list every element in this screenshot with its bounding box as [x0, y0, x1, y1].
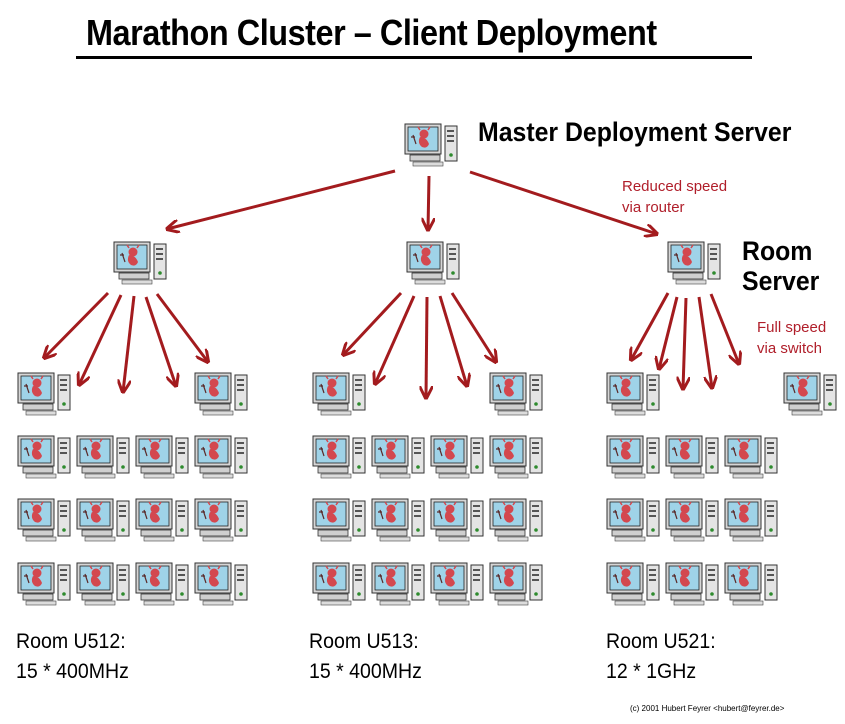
client-computer-icon: [724, 435, 778, 479]
client-computer-icon: [665, 498, 719, 542]
room-to-client-arrow: [343, 291, 403, 355]
room-name-u521: Room U521:: [606, 630, 716, 653]
room-to-client-arrow: [123, 295, 136, 392]
page-title: Marathon Cluster – Client Deployment: [86, 12, 657, 53]
client-computer-icon: [724, 498, 778, 542]
copyright-notice: (c) 2001 Hubert Feyrer <hubert@feyrer.de…: [630, 704, 785, 713]
client-computer-icon: [606, 435, 660, 479]
room-to-client-arrow: [659, 296, 679, 369]
room-to-client-arrow: [683, 297, 686, 389]
client-computer-icon: [17, 435, 71, 479]
room-spec-u513: 15 * 400MHz: [309, 660, 422, 683]
client-computer-icon: [489, 435, 543, 479]
client-computer-icon: [665, 562, 719, 606]
room-spec-u521: 12 * 1GHz: [606, 660, 697, 683]
client-computer-icon: [724, 562, 778, 606]
client-computer-icon: [430, 435, 484, 479]
client-computer-icon: [606, 498, 660, 542]
client-computer-icon: [665, 435, 719, 479]
master-server-computer-icon: [404, 123, 458, 167]
client-computer-icon: [135, 435, 189, 479]
room-server-computer-icon: [406, 241, 460, 285]
room-name-u513: Room U513:: [309, 630, 419, 653]
switch-note-line2: via switch: [757, 340, 823, 357]
router-note-line1: Reduced speed: [622, 178, 728, 195]
room-server-label-line2: Server: [742, 266, 820, 296]
room-server-computer-icon: [113, 241, 167, 285]
room-to-client-arrow: [697, 296, 712, 388]
master-to-room-arrow: [167, 169, 396, 229]
client-computer-icon: [194, 498, 248, 542]
client-computer-icon: [76, 562, 130, 606]
room-server-label-line1: Room: [742, 236, 813, 266]
client-computer-icon: [17, 562, 71, 606]
client-computer-icon: [489, 498, 543, 542]
room-to-client-arrow: [44, 291, 110, 358]
client-computer-icon: [430, 498, 484, 542]
connection-arrows: [44, 169, 739, 398]
client-computer-icon: [371, 562, 425, 606]
client-computer-icon: [135, 562, 189, 606]
client-computer-icon: [76, 498, 130, 542]
room-spec-u512: 15 * 400MHz: [16, 660, 129, 683]
client-computer-icon: [371, 435, 425, 479]
master-to-room-arrow: [428, 175, 429, 230]
client-computer-icon: [194, 435, 248, 479]
client-computer-icon: [194, 562, 248, 606]
client-computer-icon: [17, 498, 71, 542]
room-server-computer-icon: [667, 241, 721, 285]
client-computer-icon: [17, 372, 71, 416]
switch-note-line1: Full speed: [757, 319, 827, 336]
client-computer-icon: [606, 372, 660, 416]
client-computer-icon: [76, 435, 130, 479]
room-to-client-arrow: [426, 296, 427, 398]
client-computer-icon: [312, 562, 366, 606]
client-computer-icon: [312, 435, 366, 479]
title-underline: [76, 56, 752, 59]
client-computer-icon: [489, 372, 543, 416]
room-to-client-arrow: [375, 295, 416, 384]
client-computer-icon: [430, 562, 484, 606]
room-name-u512: Room U512:: [16, 630, 126, 653]
client-computer-icon: [312, 372, 366, 416]
client-computer-icon: [371, 498, 425, 542]
client-computer-icon: [312, 498, 366, 542]
client-computer-icon: [194, 372, 248, 416]
client-computer-icon: [135, 498, 189, 542]
room-to-client-arrow: [709, 293, 739, 364]
room-to-client-arrow: [144, 296, 176, 386]
room-to-client-arrow: [79, 294, 123, 385]
room-to-client-arrow: [450, 292, 496, 362]
client-computer-icon: [489, 562, 543, 606]
master-to-room-arrow: [469, 170, 657, 234]
router-note-line2: via router: [622, 199, 685, 216]
room-to-client-arrow: [155, 293, 208, 362]
client-computer-icon: [783, 372, 837, 416]
client-computer-icon: [606, 562, 660, 606]
master-server-label: Master Deployment Server: [478, 117, 792, 147]
room-to-client-arrow: [631, 292, 670, 360]
room-to-client-arrow: [438, 295, 467, 386]
